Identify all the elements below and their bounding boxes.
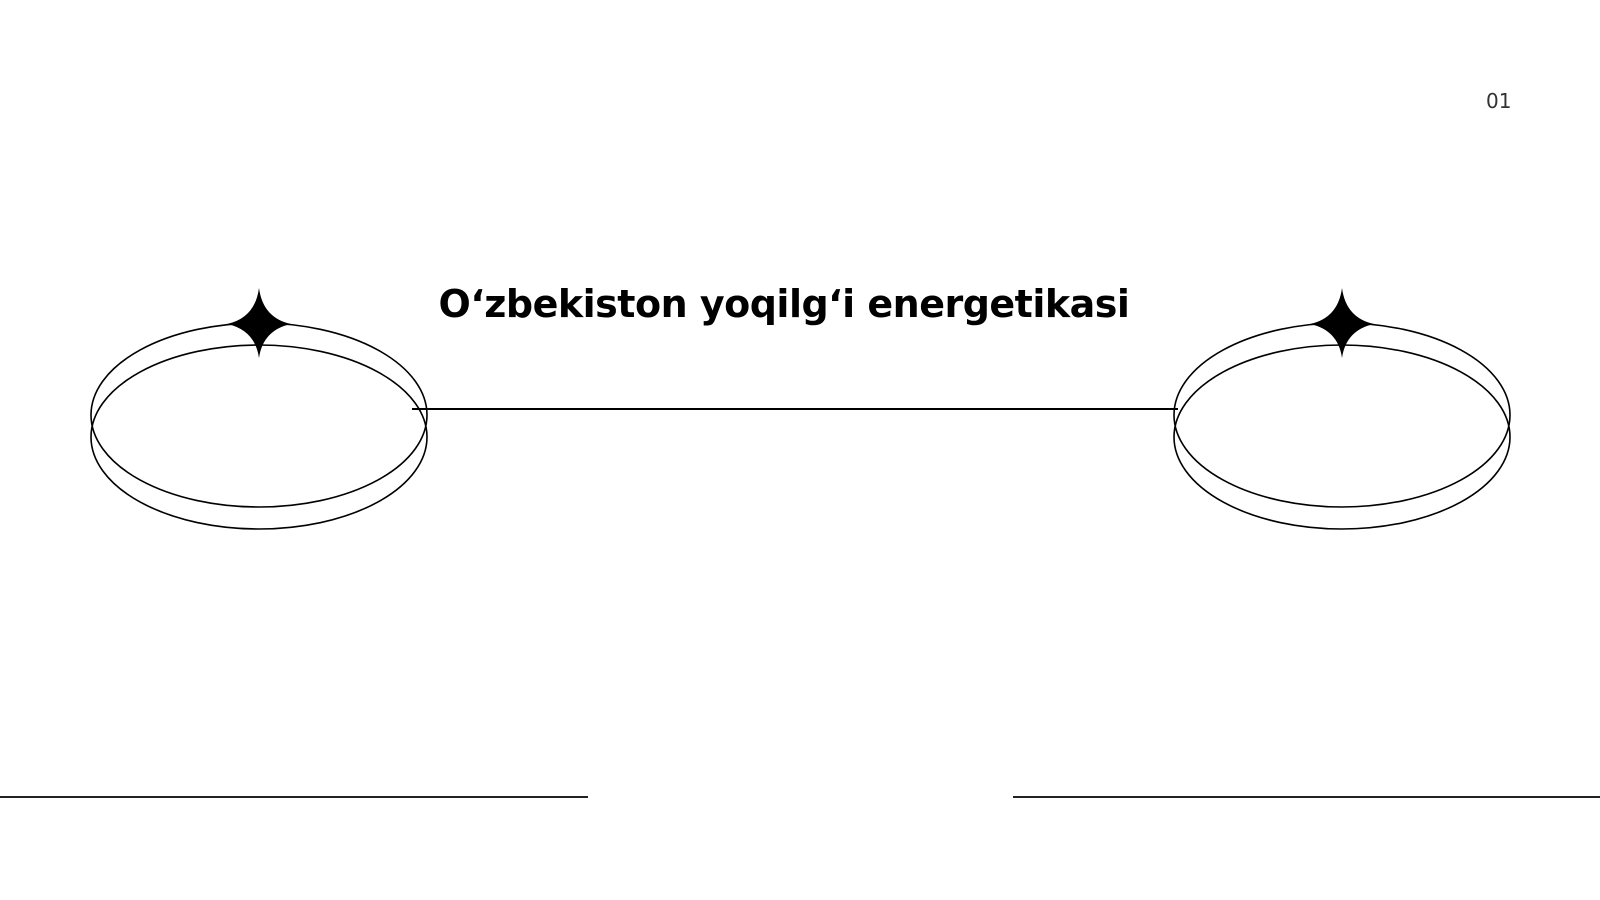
slide-title: O‘zbekiston yoqilg‘i energetikasi: [438, 282, 1130, 326]
sparkle-star-icon: [1310, 288, 1374, 358]
sparkle-star-icon: [227, 288, 291, 358]
left-ring-emblem: [90, 288, 428, 530]
page-number: 01: [1486, 89, 1512, 113]
right-ring-emblem: [1173, 288, 1511, 530]
